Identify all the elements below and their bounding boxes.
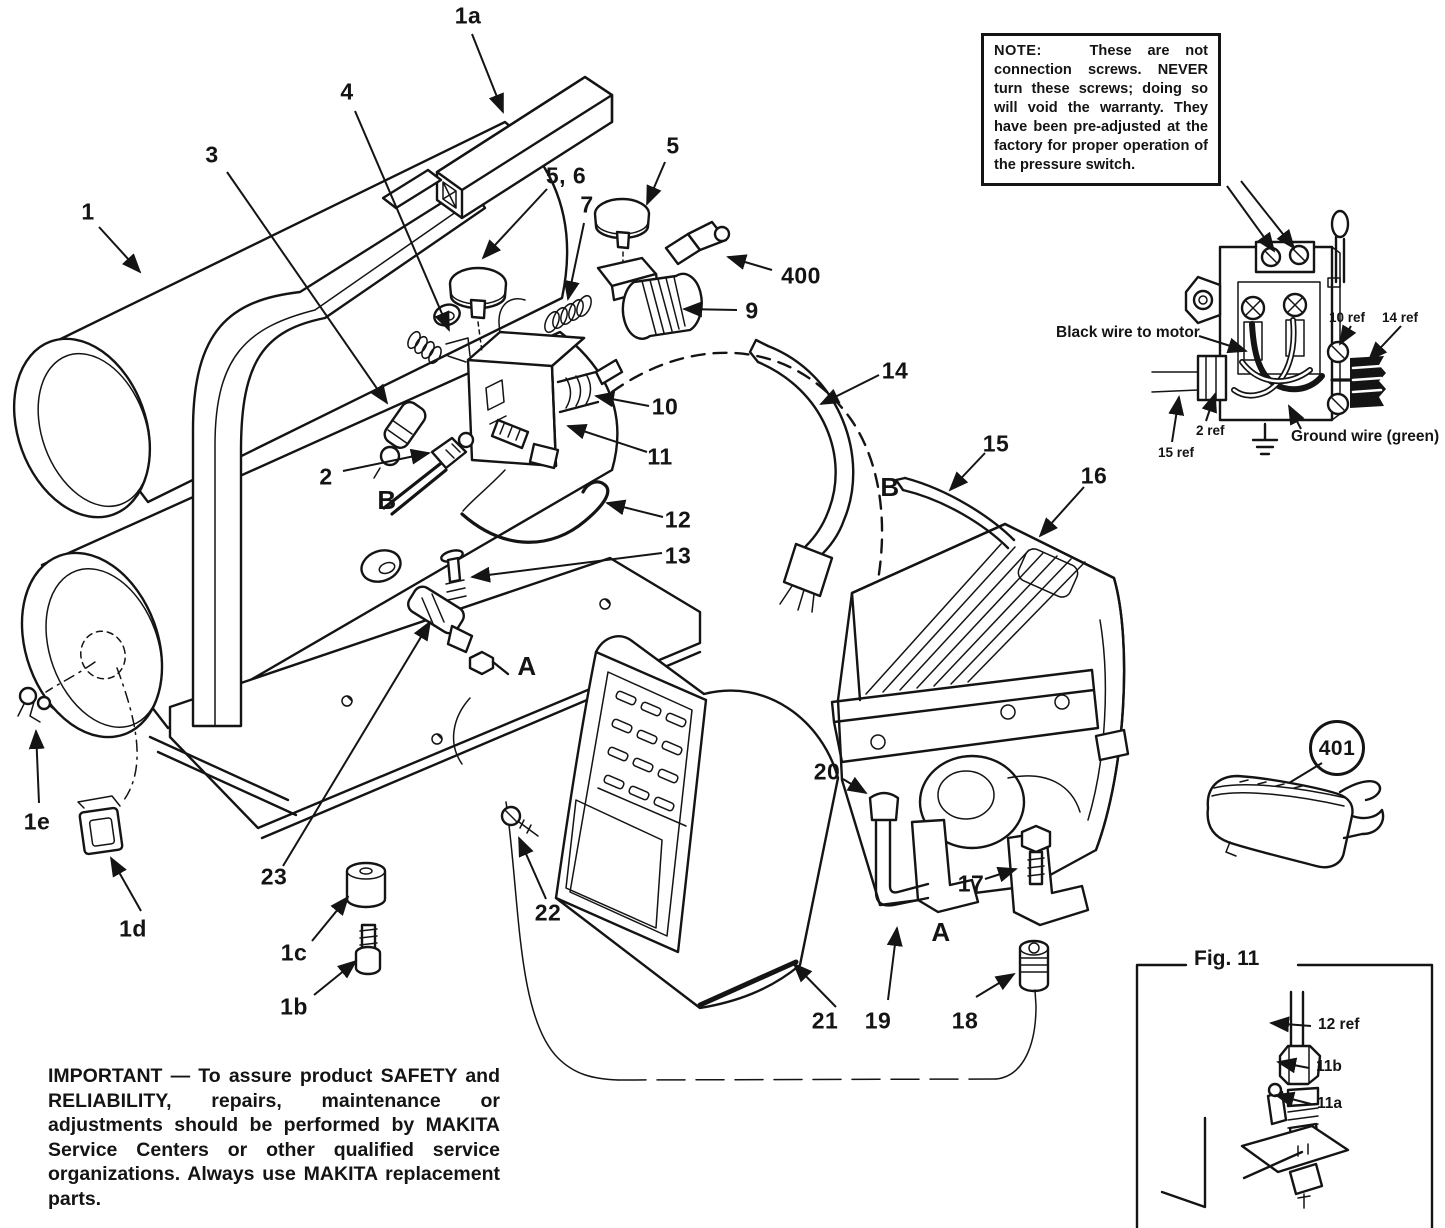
callout-b-left: B xyxy=(377,485,397,515)
callout-1e: 1e xyxy=(23,808,51,835)
fig11-title: Fig. 11 xyxy=(1194,947,1260,970)
label-ground-wire: Ground wire (green) xyxy=(1291,428,1440,445)
base-plate xyxy=(148,556,702,840)
label-14-ref: 14 ref xyxy=(1382,310,1419,325)
motor-pump xyxy=(830,476,1130,927)
callout-14: 14 xyxy=(881,357,909,384)
note-body: These are not connection screws. NEVER t… xyxy=(994,43,1209,173)
regulator-group xyxy=(407,197,731,365)
safety-valve-knob-5-6 xyxy=(448,266,508,353)
power-cord-14 xyxy=(748,338,855,613)
callout-b-right: B xyxy=(880,472,900,502)
important-notice: IMPORTANT — To assure product SAFETY and… xyxy=(48,1065,500,1210)
callout-5-6: 5, 6 xyxy=(545,162,587,189)
callout-16: 16 xyxy=(1080,462,1108,489)
safety-goggles xyxy=(1206,774,1385,869)
callout-1c: 1c xyxy=(280,939,308,966)
callout-5: 5 xyxy=(666,132,680,159)
callout-10: 10 xyxy=(651,393,679,420)
callout-21: 21 xyxy=(811,1007,839,1034)
leader-lines xyxy=(28,33,1402,1108)
callout-7: 7 xyxy=(580,191,594,218)
callout-23: 23 xyxy=(260,863,288,890)
callout-15: 15 xyxy=(982,430,1010,457)
fan-shroud xyxy=(452,635,840,1010)
callout-401: 401 xyxy=(1309,720,1365,776)
callout-1: 1 xyxy=(81,198,95,225)
callout-a-left: A xyxy=(517,651,537,681)
callout-1a: 1a xyxy=(454,2,482,29)
fig11-label-11b: 11b xyxy=(1316,1058,1342,1075)
small-parts xyxy=(17,686,539,976)
callout-12: 12 xyxy=(664,506,692,533)
label-black-wire-to-motor: Black wire to motor xyxy=(1056,324,1200,341)
callout-1d: 1d xyxy=(119,915,147,942)
check-valve-and-fitting-2 xyxy=(373,401,475,516)
note-heading: NOTE: xyxy=(994,43,1042,59)
callout-1b: 1b xyxy=(280,993,308,1020)
bolt-18 xyxy=(1018,939,1050,993)
callout-19: 19 xyxy=(864,1007,892,1034)
callout-a-right: A xyxy=(931,917,951,947)
callout-11: 11 xyxy=(647,443,673,470)
fig11-inset xyxy=(1135,963,1434,1228)
callout-17: 17 xyxy=(957,870,985,897)
label-10-ref: 10 ref xyxy=(1329,310,1366,325)
fig11-label-12-ref: 12 ref xyxy=(1318,1016,1360,1033)
callout-18: 18 xyxy=(951,1007,979,1034)
pressure-switch-block xyxy=(445,298,624,470)
callout-400: 400 xyxy=(781,262,821,289)
callout-2: 2 xyxy=(319,463,333,490)
callout-3: 3 xyxy=(205,141,219,168)
hose-12 xyxy=(460,469,610,544)
callout-13: 13 xyxy=(664,542,692,569)
fig11-label-11a: 11a xyxy=(1317,1095,1343,1112)
hose-routing-dashed-arc xyxy=(610,351,884,692)
grip-bar xyxy=(381,75,614,220)
label-15-ref: 15 ref xyxy=(1158,445,1195,460)
callout-22: 22 xyxy=(534,899,562,926)
note-box: NOTE: These are not connection screws. N… xyxy=(981,33,1221,186)
label-2-ref: 2 ref xyxy=(1196,423,1225,438)
callout-9: 9 xyxy=(745,297,759,324)
callout-20: 20 xyxy=(813,758,841,785)
callout-4: 4 xyxy=(340,78,354,105)
phantom-assembly-line xyxy=(505,801,1037,1081)
pressure-switch-wiring-inset xyxy=(1151,209,1386,456)
